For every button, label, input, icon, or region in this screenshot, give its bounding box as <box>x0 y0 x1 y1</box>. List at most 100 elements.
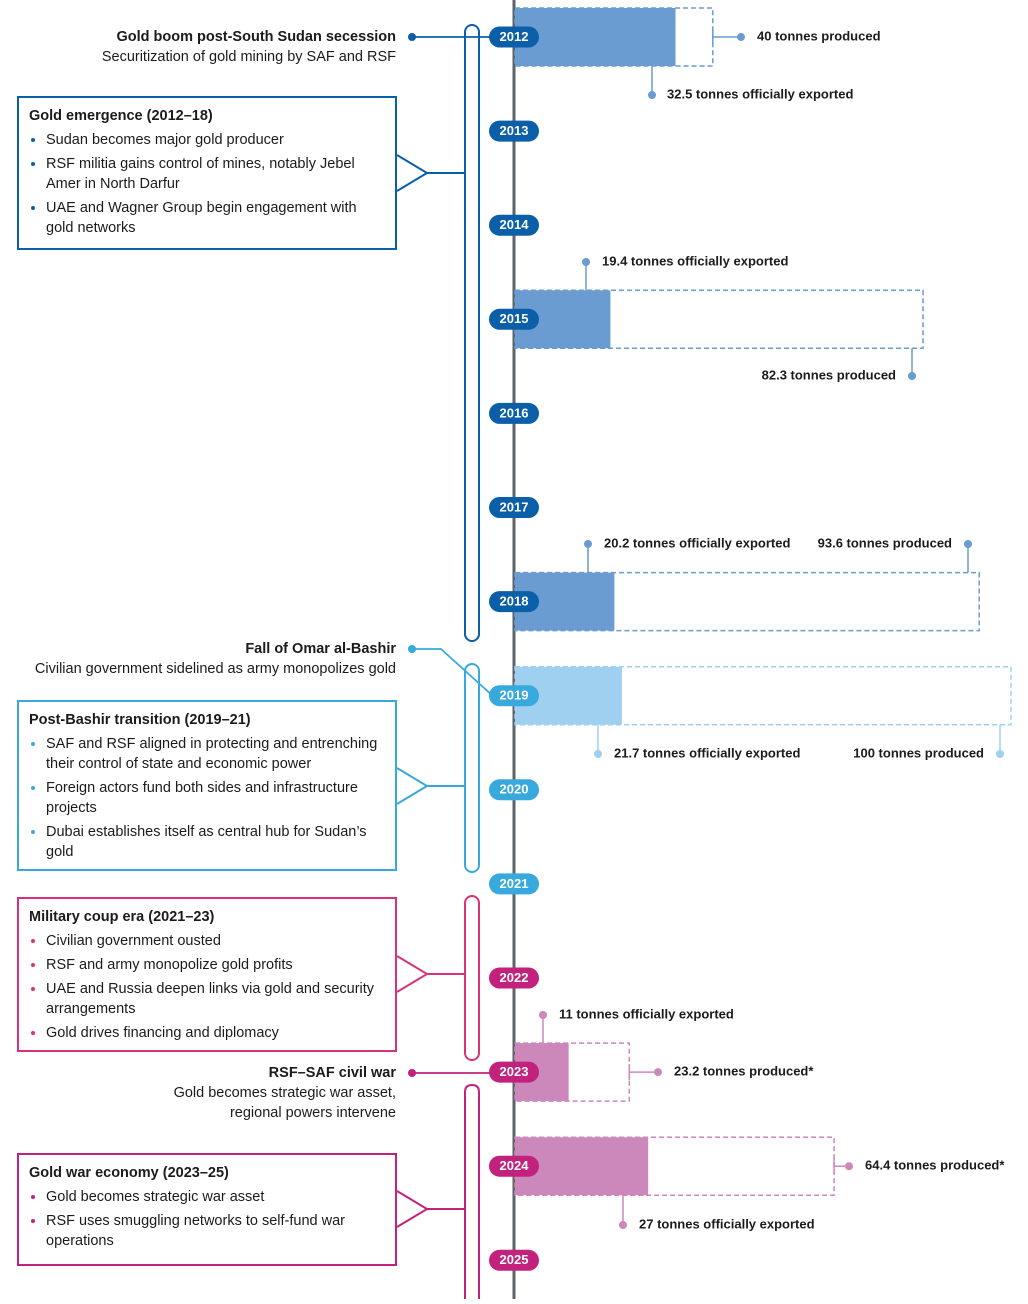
year-label-2016: 2016 <box>500 405 529 420</box>
year-label-2024: 2024 <box>500 1158 530 1173</box>
year-pill-2025 <box>489 1249 539 1271</box>
bullet-dot-icon <box>31 162 35 166</box>
period-bracket-p3 <box>464 895 480 1061</box>
year-pill-2023 <box>489 1061 539 1083</box>
year-label-2012: 2012 <box>500 29 529 44</box>
year-label-2014: 2014 <box>500 217 530 232</box>
label-exported-2023: 11 tonnes officially exported <box>559 1006 734 1021</box>
event-connector-2019 <box>412 648 494 697</box>
leader-exported-2012-dot <box>648 91 656 99</box>
label-exported-2024: 27 tonnes officially exported <box>639 1216 815 1231</box>
event-title: Fall of Omar al-Bashir <box>245 641 396 657</box>
period-bullet-item: RSF militia gains control of mines, nota… <box>29 154 385 194</box>
period-bullet-item: UAE and Wagner Group begin engagement wi… <box>29 198 385 238</box>
label-exported-2019: 21.7 tonnes officially exported <box>614 745 800 760</box>
period-bullet-item: RSF uses smuggling networks to self-fund… <box>29 1211 385 1251</box>
leader-produced-2023-dot <box>654 1068 662 1077</box>
leader-exported-2024-dot <box>619 1221 627 1229</box>
period-bullet-text: Dubai establishes itself as central hub … <box>46 824 367 860</box>
year-pill-2013 <box>489 120 539 142</box>
year-label-2018: 2018 <box>500 594 529 609</box>
bar-produced-2019 <box>514 665 1012 726</box>
leader-produced-2019-dot <box>996 750 1004 758</box>
year-label-2019: 2019 <box>500 688 529 703</box>
bar-produced-2015 <box>514 289 924 350</box>
year-pill-2024 <box>489 1155 539 1177</box>
period-bullet-item: Civilian government ousted <box>29 931 385 951</box>
event-dot-2019 <box>408 645 416 653</box>
bullet-dot-icon <box>31 138 35 142</box>
year-pill-2015 <box>489 308 539 330</box>
bullet-dot-icon <box>31 987 35 991</box>
year-pill-2012 <box>489 26 539 48</box>
period-title: Gold war economy (2023–25) <box>29 1165 229 1181</box>
bar-produced-2018 <box>514 571 980 632</box>
label-produced-2023: 23.2 tonnes produced* <box>674 1064 814 1079</box>
period-box-p3: Military coup era (2021–23) Civilian gove… <box>17 897 397 1052</box>
period-chevron-p1 <box>396 154 429 192</box>
event-dot-2012 <box>408 33 416 41</box>
period-box-p4: Gold war economy (2023–25) Gold becomes s… <box>17 1153 397 1266</box>
year-label-2025: 2025 <box>500 1252 529 1267</box>
year-label-2017: 2017 <box>500 499 529 514</box>
leader-exported-2023-dot <box>539 1011 547 1019</box>
period-title: Military coup era (2021–23) <box>29 909 215 925</box>
year-label-2022: 2022 <box>500 970 529 985</box>
period-bullet-text: RSF uses smuggling networks to self-fund… <box>46 1213 345 1249</box>
label-exported-2015: 19.4 tonnes officially exported <box>602 253 788 268</box>
year-pill-2016 <box>489 402 539 424</box>
bullet-dot-icon <box>31 742 35 746</box>
leader-produced-2012-dot <box>737 33 745 41</box>
year-label-2021: 2021 <box>500 876 529 891</box>
label-produced-2015: 82.3 tonnes produced <box>762 367 896 382</box>
event-title: RSF–SAF civil war <box>268 1065 396 1081</box>
period-bracket-p2 <box>464 663 480 873</box>
year-label-2013: 2013 <box>500 123 529 138</box>
bullet-dot-icon <box>31 939 35 943</box>
bullet-dot-icon <box>31 830 35 834</box>
label-produced-2012: 40 tonnes produced <box>757 28 881 43</box>
year-label-2020: 2020 <box>500 782 529 797</box>
label-exported-2018: 20.2 tonnes officially exported <box>604 535 790 550</box>
leader-produced-2024-dot <box>845 1162 853 1171</box>
period-bullet-item: Sudan becomes major gold producer <box>29 130 385 150</box>
leader-exported-2015-dot <box>582 258 590 266</box>
period-bullet-item: Gold drives financing and diplomacy <box>29 1023 385 1043</box>
event-title: Gold boom post-South Sudan secession <box>116 29 396 45</box>
period-bullet-item: Foreign actors fund both sides and infra… <box>29 778 385 818</box>
bar-exported-2012 <box>515 8 676 66</box>
period-bullet-text: Gold drives financing and diplomacy <box>46 1025 279 1041</box>
bullet-dot-icon <box>31 1031 35 1035</box>
year-label-2023: 2023 <box>500 1064 529 1079</box>
bullet-dot-icon <box>31 786 35 790</box>
label-exported-2012: 32.5 tonnes officially exported <box>667 86 853 101</box>
period-chevron-p3 <box>396 955 429 993</box>
period-bullet-list: SAF and RSF aligned in protecting and en… <box>29 734 385 862</box>
period-bullet-text: RSF militia gains control of mines, nota… <box>46 156 355 192</box>
period-bullet-text: UAE and Wagner Group begin engagement wi… <box>46 200 357 236</box>
event-description: Gold becomes strategic war asset, <box>173 1085 396 1101</box>
year-pill-2021 <box>489 873 539 895</box>
year-pill-2019 <box>489 685 539 707</box>
period-bullet-text: SAF and RSF aligned in protecting and en… <box>46 736 378 772</box>
bullet-dot-icon <box>31 1195 35 1199</box>
event-dot-2023 <box>408 1069 416 1077</box>
period-bullet-item: Gold becomes strategic war asset <box>29 1187 385 1207</box>
label-produced-2018: 93.6 tonnes produced <box>818 535 952 550</box>
period-title: Post-Bashir transition (2019–21) <box>29 712 251 728</box>
leader-produced-2015-dot <box>908 372 916 380</box>
period-title: Gold emergence (2012–18) <box>29 108 213 124</box>
period-bracket-p4 <box>464 1083 480 1299</box>
event-description: Civilian government sidelined as army mo… <box>34 661 396 677</box>
label-produced-2024: 64.4 tonnes produced* <box>865 1158 1005 1173</box>
year-pill-2020 <box>489 779 539 801</box>
leader-produced-2018-dot <box>964 540 972 548</box>
period-bullet-text: Foreign actors fund both sides and infra… <box>46 780 358 816</box>
